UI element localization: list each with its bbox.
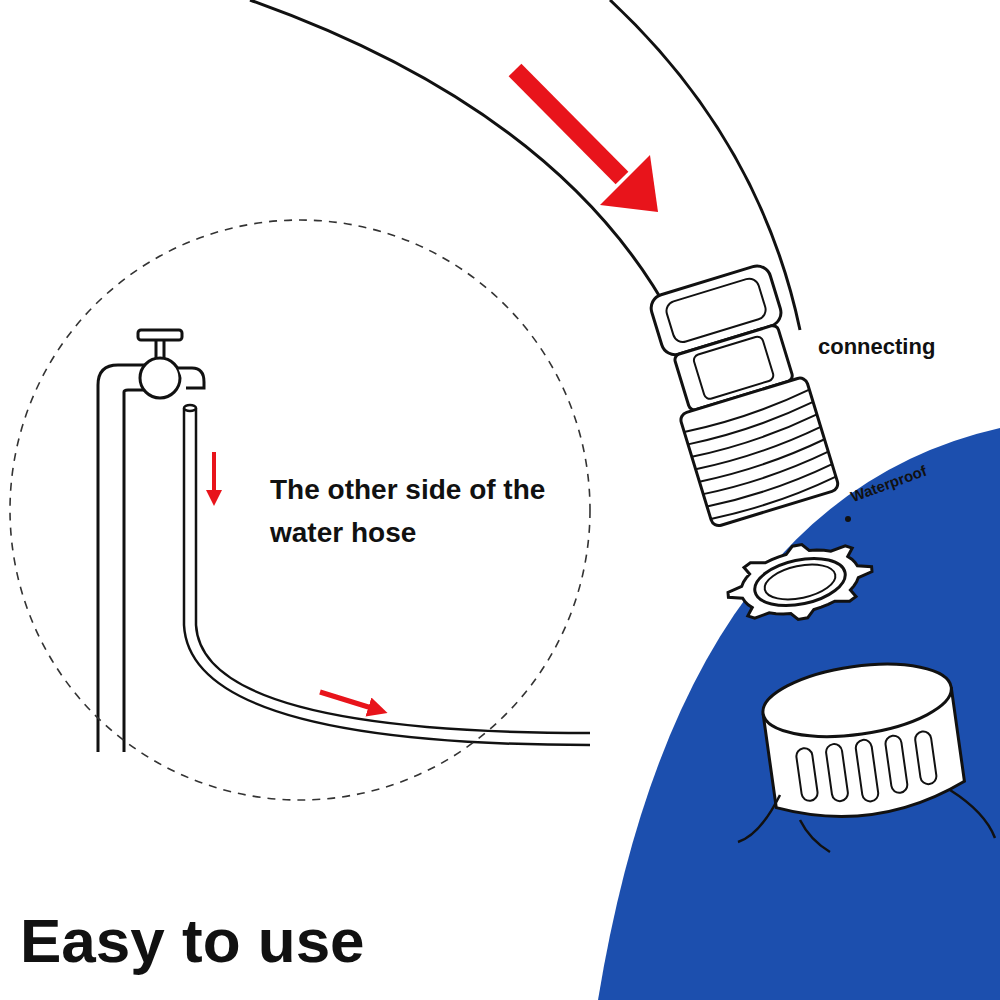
cap-legs <box>950 790 995 838</box>
flow-arrow <box>515 70 622 178</box>
cap-legs <box>738 795 780 842</box>
water-tap <box>138 330 182 340</box>
tank-cap <box>795 730 938 810</box>
tank-cap <box>914 730 937 785</box>
waterproof-washer <box>721 531 879 633</box>
cap-legs <box>738 790 995 852</box>
water-tap <box>98 365 150 752</box>
hose-connector <box>683 390 838 522</box>
water-tap <box>140 358 180 398</box>
tank-cap <box>884 735 908 794</box>
garden-hose <box>250 0 672 318</box>
small-hose <box>184 405 196 411</box>
flow-arrow <box>320 692 378 710</box>
dashed-circle <box>8 218 592 802</box>
water-tap <box>98 330 204 752</box>
hose-connector <box>710 477 838 522</box>
cap-legs <box>800 820 830 852</box>
tank-cap <box>795 747 818 802</box>
pool-region <box>598 428 1000 1000</box>
title: Easy to use <box>20 905 365 976</box>
waterproof-washer <box>750 551 849 613</box>
waterproof-washer <box>721 531 879 633</box>
small-hose <box>184 405 590 745</box>
hose-connector <box>679 376 840 527</box>
tank-cap <box>825 743 849 802</box>
flow-arrow <box>515 70 658 212</box>
small-hose <box>184 408 590 745</box>
flow-arrow <box>212 452 216 498</box>
callout-text: The other side of the water hose <box>270 468 570 555</box>
waterproof-washer <box>761 559 838 605</box>
bullet-dot <box>845 516 851 522</box>
tank-cap <box>758 653 967 827</box>
tank-cap <box>855 739 879 803</box>
water-tap <box>156 340 164 358</box>
hose-connector <box>644 261 840 527</box>
part-label: connecting <box>818 334 935 360</box>
dashed-circle <box>10 220 590 800</box>
flow-arrow <box>600 155 658 212</box>
dashed-callout-circle: The other side of the water hose <box>8 218 592 802</box>
water-tap <box>178 368 204 388</box>
